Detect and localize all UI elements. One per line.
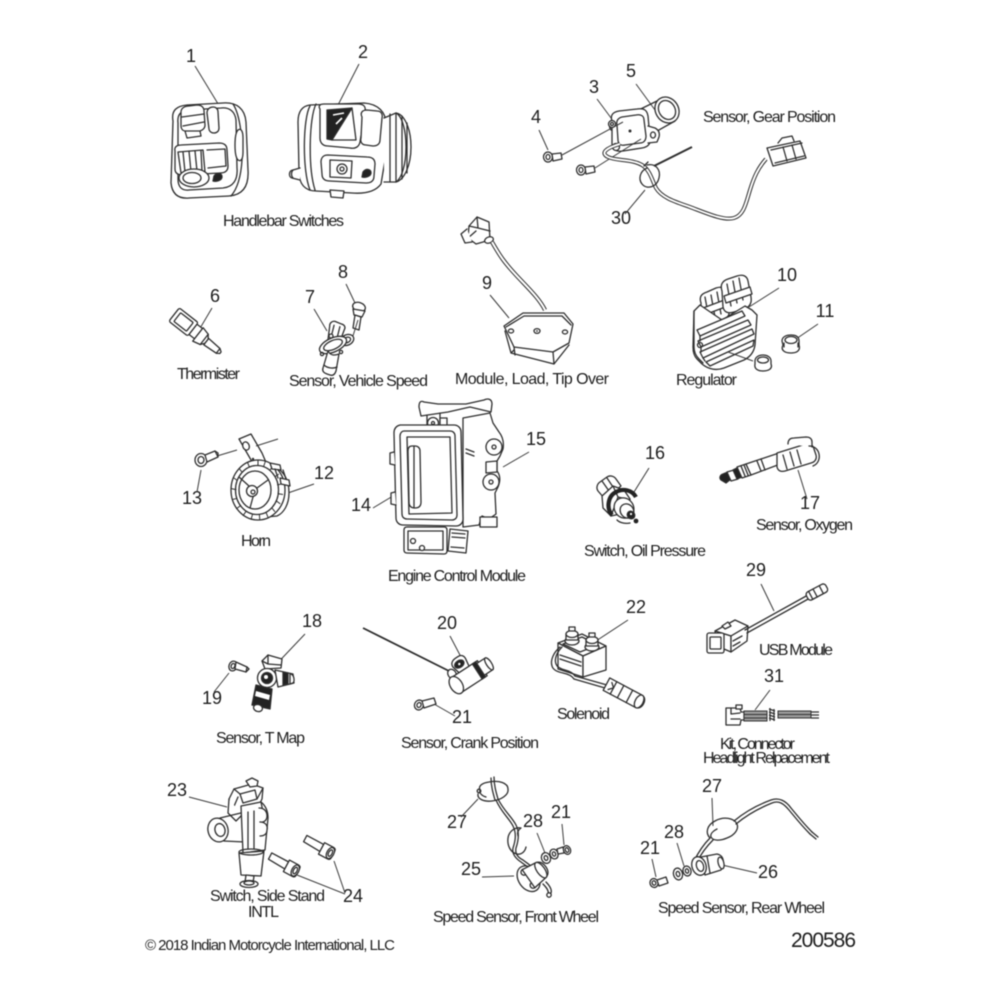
svg-text:21: 21 bbox=[452, 707, 472, 727]
svg-text:Sensor, T Map: Sensor, T Map bbox=[216, 730, 305, 747]
svg-text:Speed Sensor, Front Wheel: Speed Sensor, Front Wheel bbox=[433, 909, 599, 926]
svg-text:19: 19 bbox=[202, 688, 222, 708]
svg-text:14: 14 bbox=[351, 495, 371, 515]
svg-text:18: 18 bbox=[302, 611, 322, 631]
svg-text:5: 5 bbox=[626, 61, 636, 81]
svg-text:15: 15 bbox=[526, 429, 546, 449]
svg-text:26: 26 bbox=[758, 862, 778, 882]
svg-text:28: 28 bbox=[523, 811, 543, 831]
svg-text:29: 29 bbox=[746, 560, 766, 580]
svg-text:Switch, Side Stand: Switch, Side Stand bbox=[210, 888, 325, 905]
svg-text:Kit, Connector: Kit, Connector bbox=[720, 736, 796, 753]
svg-text:Thermister: Thermister bbox=[177, 366, 241, 383]
svg-text:8: 8 bbox=[338, 262, 348, 282]
svg-text:21: 21 bbox=[640, 838, 660, 858]
svg-text:Regulator: Regulator bbox=[676, 372, 738, 389]
svg-text:13: 13 bbox=[182, 488, 202, 508]
svg-text:Headlight Relpacement: Headlight Relpacement bbox=[703, 750, 831, 767]
svg-text:Solenoid: Solenoid bbox=[557, 706, 610, 723]
svg-text:4: 4 bbox=[531, 107, 541, 127]
svg-text:9: 9 bbox=[482, 273, 492, 293]
svg-text:25: 25 bbox=[461, 859, 481, 879]
svg-text:200586: 200586 bbox=[791, 929, 856, 952]
svg-text:Engine Control Module: Engine Control Module bbox=[388, 568, 526, 585]
svg-text:24: 24 bbox=[343, 886, 363, 906]
svg-text:Sensor, Gear Position: Sensor, Gear Position bbox=[703, 109, 836, 126]
svg-text:16: 16 bbox=[645, 443, 665, 463]
svg-text:17: 17 bbox=[800, 493, 820, 513]
svg-text:7: 7 bbox=[305, 287, 315, 307]
svg-text:10: 10 bbox=[777, 265, 797, 285]
svg-text:INTL: INTL bbox=[248, 904, 279, 921]
svg-text:Horn: Horn bbox=[241, 533, 271, 550]
svg-text:11: 11 bbox=[816, 301, 835, 321]
svg-text:28: 28 bbox=[664, 822, 684, 842]
svg-text:Handlebar Switches: Handlebar Switches bbox=[223, 213, 344, 230]
svg-text:Sensor, Oxygen: Sensor, Oxygen bbox=[756, 517, 853, 534]
svg-text:© 2018 Indian Motorcycle Inter: © 2018 Indian Motorcycle International, … bbox=[145, 937, 395, 954]
svg-text:Module, Load, Tip Over: Module, Load, Tip Over bbox=[455, 371, 610, 388]
svg-text:31: 31 bbox=[764, 666, 784, 686]
svg-text:Switch, Oil Pressure: Switch, Oil Pressure bbox=[584, 543, 706, 560]
svg-text:27: 27 bbox=[702, 776, 722, 796]
svg-text:20: 20 bbox=[437, 613, 457, 633]
svg-text:Speed Sensor, Rear Wheel: Speed Sensor, Rear Wheel bbox=[658, 900, 825, 917]
svg-text:23: 23 bbox=[167, 780, 187, 800]
svg-text:6: 6 bbox=[210, 286, 220, 306]
svg-text:2: 2 bbox=[358, 42, 368, 62]
svg-text:Sensor, Vehicle Speed: Sensor, Vehicle Speed bbox=[289, 373, 428, 390]
svg-text:USB Module: USB Module bbox=[759, 642, 833, 659]
svg-text:22: 22 bbox=[626, 597, 646, 617]
svg-text:Sensor, Crank Position: Sensor, Crank Position bbox=[401, 735, 539, 752]
svg-text:21: 21 bbox=[551, 802, 571, 822]
svg-text:3: 3 bbox=[589, 77, 599, 97]
svg-text:1: 1 bbox=[186, 46, 196, 66]
svg-text:12: 12 bbox=[314, 463, 334, 483]
svg-text:27: 27 bbox=[447, 812, 467, 832]
